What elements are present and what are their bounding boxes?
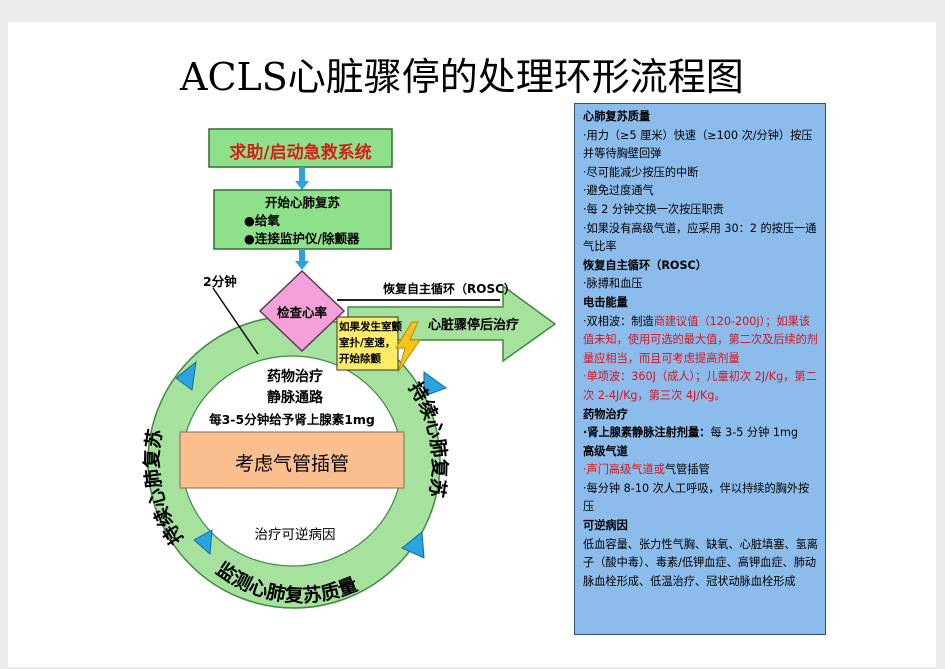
drugs-line-bold: ·肾上腺素静脉注射剂量： bbox=[583, 426, 711, 440]
airway-line-1-red: ·声门高级气道或 bbox=[583, 463, 665, 477]
arrow-ring-left-top bbox=[175, 360, 197, 391]
rosc-label: 恢复自主循环（ROSC） bbox=[383, 282, 516, 296]
center-iv-access: 静脉通路 bbox=[267, 390, 323, 406]
airway-heading: 高级气道 bbox=[583, 444, 628, 458]
arrow-down-icon-2 bbox=[295, 261, 309, 270]
two-min-line bbox=[212, 287, 259, 355]
start-cpr-item-oxygen: ●给氧 bbox=[244, 213, 280, 228]
airway-band bbox=[179, 431, 405, 489]
connector-1 bbox=[299, 167, 305, 182]
connector-2 bbox=[299, 249, 305, 262]
info-panel: 心肺复苏质量 ·用力（≥5 厘米）快速（≥100 次/分钟）按压并等待胸壁回弹 … bbox=[574, 103, 826, 635]
shock-biphasic-prefix: ·双相波：制造 bbox=[583, 314, 654, 328]
lightning-icon bbox=[395, 321, 421, 373]
center-airway-band: 考虑气管插管 bbox=[234, 453, 349, 475]
start-cpr-title: 开始心肺复苏 bbox=[264, 195, 340, 210]
arrow-ring-right-top bbox=[423, 371, 448, 397]
shock-biphasic-red: 商建议值（120-200J）；如果该值未知，使用可选的最大值，第二次及后续的剂量… bbox=[583, 314, 818, 365]
cpr-quality-line-2: ·尽可能减少按压的中断 bbox=[583, 165, 699, 179]
drugs-heading: 药物治疗 bbox=[583, 407, 628, 421]
drugs-line: ·肾上腺素静脉注射剂量：每 3-5 分钟 1mg bbox=[583, 424, 819, 443]
cpr-quality-heading: 心肺复苏质量 bbox=[583, 110, 651, 123]
cpr-quality-line-1: ·用力（≥5 厘米）快速（≥100 次/分钟）按压并等待胸壁回弹 bbox=[583, 128, 813, 161]
drugs-line-rest: 每 3-5 分钟 1mg bbox=[710, 426, 798, 440]
check-rhythm-diamond bbox=[258, 269, 346, 353]
shock-biphasic: ·双相波：制造商建议值（120-200J）；如果该值未知，使用可选的最大值，第二… bbox=[583, 313, 819, 369]
arrow-ring-left-bottom bbox=[193, 529, 213, 556]
cpr-quality-line-4: ·每 2 分钟交换一次按压职责 bbox=[583, 202, 724, 216]
rosc-line-1: ·脉搏和血压 bbox=[583, 277, 643, 291]
center-epinephrine: 每3-5分钟给予肾上腺素1mg bbox=[209, 412, 375, 427]
shock-note-line-1: 如果发生室颤 bbox=[339, 321, 402, 333]
airway-line-1-rest: 气管插管 bbox=[664, 463, 710, 477]
cpr-quality-line-5: ·如果没有高级气道，应采用 30：2 的按压一通气比率 bbox=[583, 221, 817, 254]
arrow-down-icon bbox=[295, 181, 309, 190]
check-rhythm-label: 检查心率 bbox=[276, 305, 327, 320]
shock-note-line-3: 开始除颤 bbox=[339, 353, 381, 365]
airway-line-1: ·声门高级气道或气管插管 bbox=[583, 461, 819, 480]
arrow-ring-right-bottom bbox=[401, 531, 425, 559]
center-reversible-causes: 治疗可逆病因 bbox=[254, 527, 336, 543]
shock-monophasic: ·单项波：360J（成人）；儿童初次 2J/Kg，第二次 2-4J/Kg，第三次… bbox=[583, 370, 817, 402]
shock-heading: 电击能量 bbox=[583, 295, 628, 309]
post-arrest-label: 心脏骤停后治疗 bbox=[428, 318, 520, 333]
cpr-quality-line-3: ·避免过度通气 bbox=[583, 184, 654, 198]
two-min-label: 2分钟 bbox=[203, 274, 237, 289]
page-title: ACLS心脏骤停的处理环形流程图 bbox=[180, 55, 744, 99]
shock-note-box bbox=[336, 316, 399, 371]
start-cpr-item-monitor: ●连接监护仪/除颤器 bbox=[244, 231, 360, 246]
reversible-heading: 可逆病因 bbox=[583, 519, 628, 533]
center-drug-therapy: 药物治疗 bbox=[267, 369, 323, 385]
shock-note-line-2: 室扑/室速， bbox=[339, 337, 396, 349]
rosc-heading: 恢复自主循环（ROSC） bbox=[583, 258, 707, 272]
help-box-label: 求助/启动急救系统 bbox=[229, 143, 372, 163]
airway-line-2: ·每分钟 8-10 次人工呼吸，伴以持续的胸外按压 bbox=[583, 481, 810, 514]
reversible-text: 低血容量、张力性气胸、缺氧、心脏填塞、氢离子（酸中毒）、毒素/低钾血症、高钾血症… bbox=[583, 537, 818, 588]
